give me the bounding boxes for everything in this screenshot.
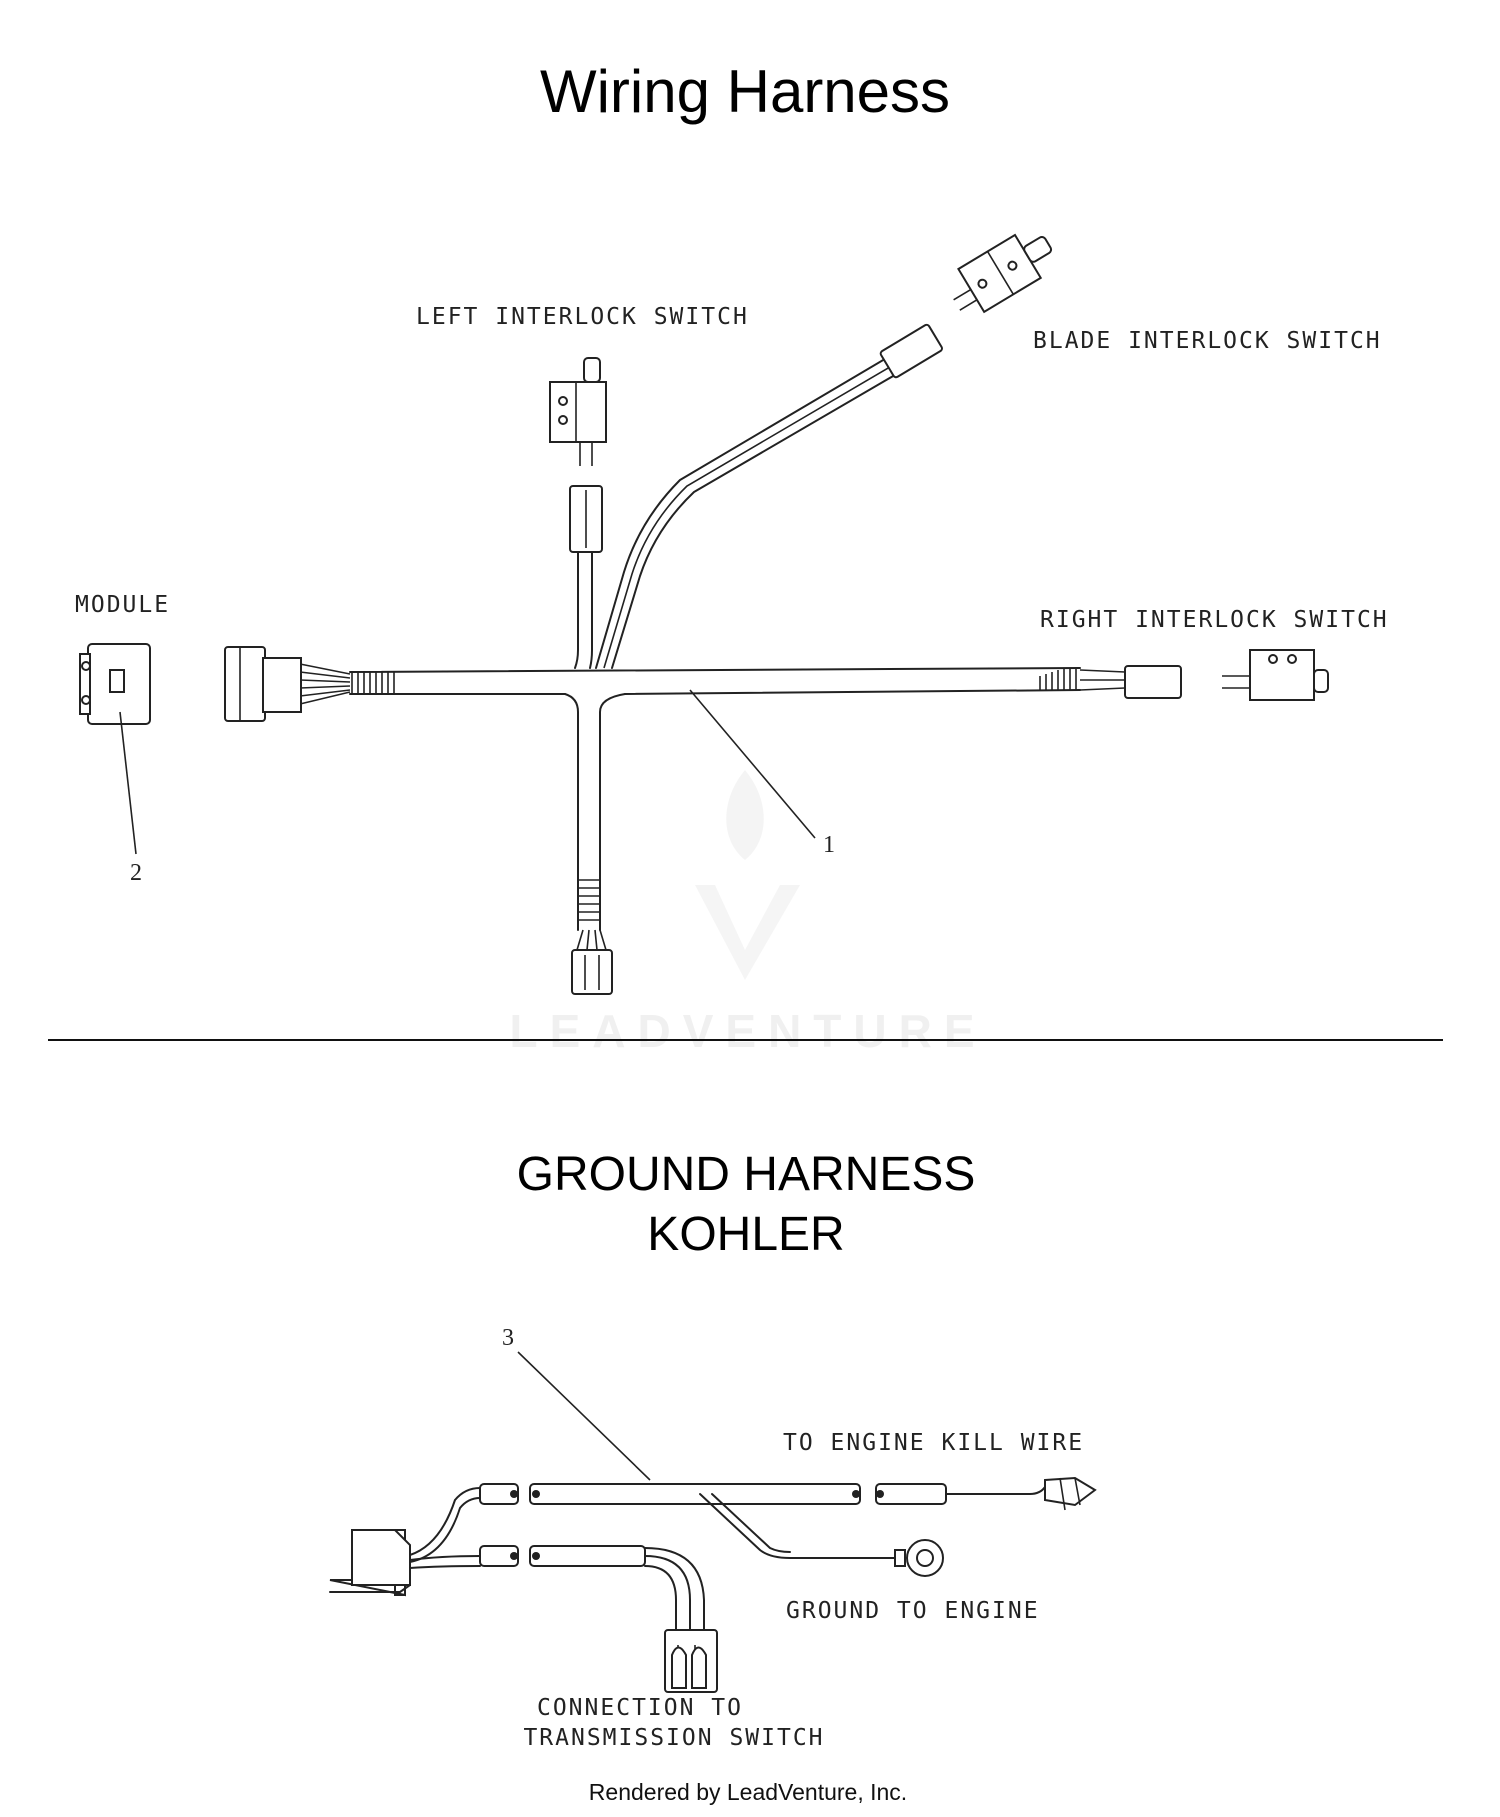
leader-line-2: [119, 711, 137, 855]
left-interlock-switch: [549, 357, 607, 466]
module: [79, 643, 151, 725]
harness-module-connector: [224, 646, 266, 722]
ground-harness-drawing: [329, 1351, 1097, 1693]
right-interlock-switch-label: RIGHT INTERLOCK SWITCH: [1040, 607, 1389, 633]
rendered-by-footer: Rendered by LeadVenture, Inc.: [589, 1779, 907, 1805]
wiring-harness-drawing: [79, 233, 1329, 995]
transmission-switch-label: TRANSMISSION SWITCH: [523, 1725, 824, 1751]
reference-number-2: 2: [130, 860, 142, 886]
kill-wire-terminal: [1044, 1476, 1097, 1511]
transmission-connector: [664, 1629, 718, 1693]
leadventure-watermark-logo: [695, 770, 800, 980]
connection-to-label: CONNECTION TO: [537, 1695, 743, 1721]
watermark-text: LEADVENTURE: [509, 1005, 986, 1057]
ground-ring-terminal: [894, 1539, 944, 1577]
ground-to-engine-label: GROUND TO ENGINE: [786, 1598, 1040, 1624]
left-interlock-switch-label: LEFT INTERLOCK SWITCH: [416, 304, 749, 330]
module-label: MODULE: [75, 592, 170, 618]
to-engine-kill-wire-label: TO ENGINE KILL WIRE: [783, 1430, 1084, 1456]
blade-harness-connector: [879, 323, 943, 379]
reference-number-1: 1: [823, 832, 835, 858]
wiring-harness-title: Wiring Harness: [540, 58, 950, 125]
blade-interlock-switch-label: BLADE INTERLOCK SWITCH: [1033, 328, 1382, 354]
leader-line-1: [689, 689, 816, 839]
reference-number-3: 3: [502, 1325, 514, 1351]
right-interlock-harness-connector: [1124, 665, 1182, 699]
right-interlock-switch: [1222, 649, 1329, 701]
leader-line-3: [517, 1351, 651, 1481]
bottom-connector: [571, 949, 613, 995]
blade-interlock-switch: [953, 233, 1053, 314]
ground-harness-title: GROUND HARNESS: [517, 1148, 976, 1201]
kohler-subtitle: KOHLER: [647, 1208, 844, 1261]
